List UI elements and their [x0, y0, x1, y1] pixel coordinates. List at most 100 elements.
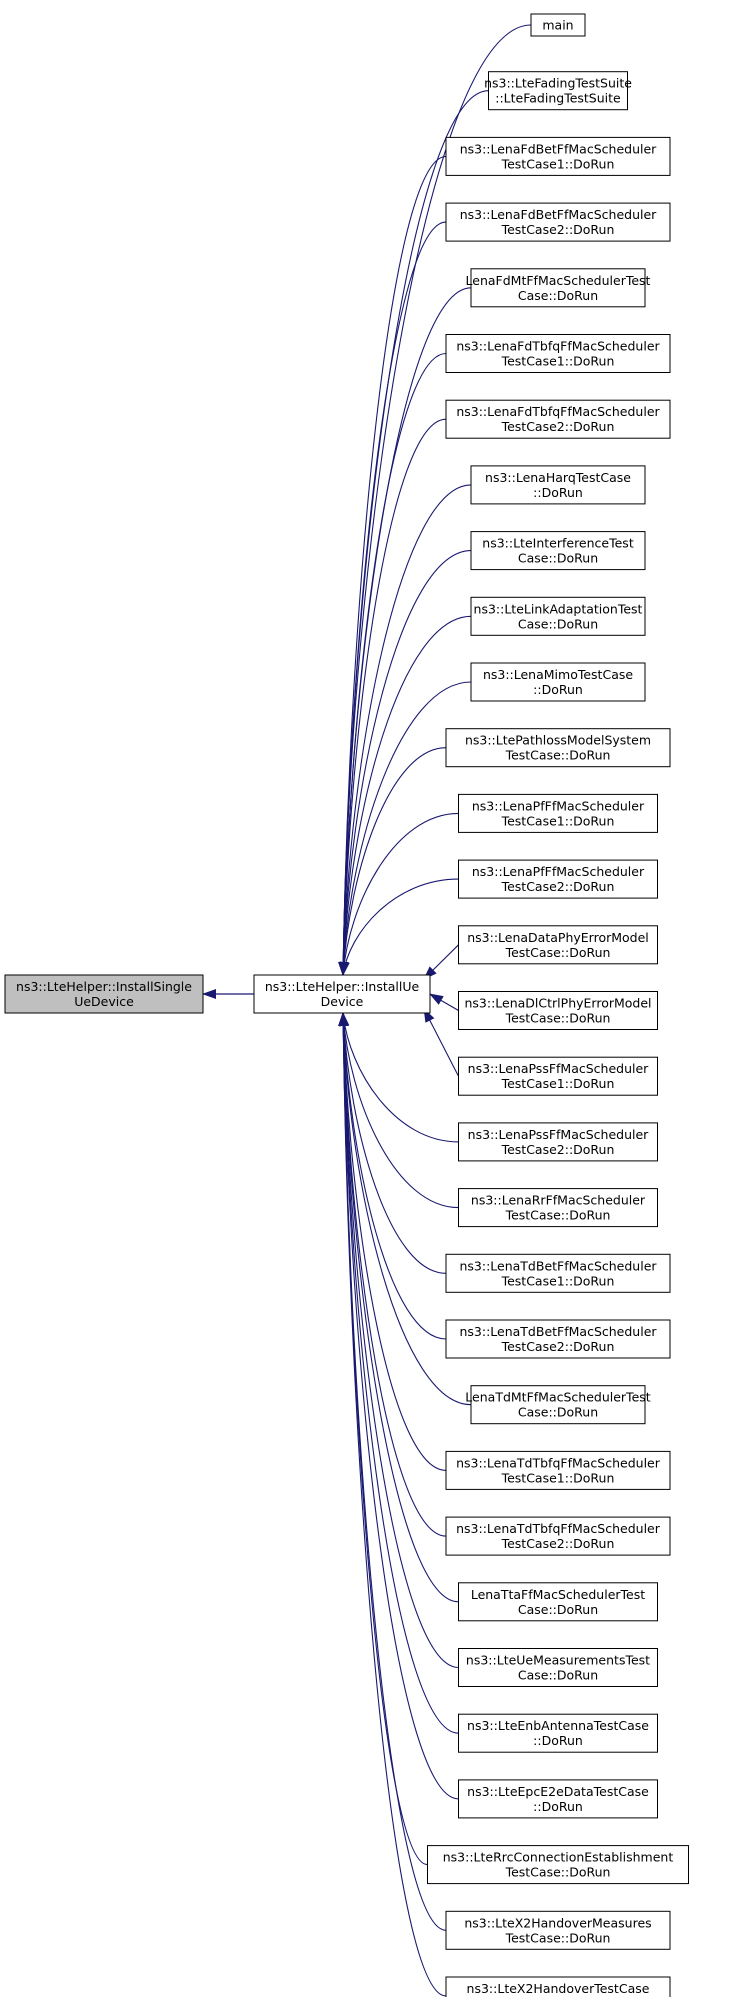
- edge-caller-25: [338, 1012, 459, 1669]
- caller-node-14-label: TestCase::DoRun: [505, 945, 611, 960]
- caller-node-16[interactable]: ns3::LenaPssFfMacSchedulerTestCase1::DoR…: [458, 1056, 658, 1096]
- caller-node-11[interactable]: ns3::LtePathlossModelSystemTestCase::DoR…: [445, 728, 671, 768]
- caller-node-5-box: [445, 334, 671, 373]
- caller-node-19[interactable]: ns3::LenaTdBetFfMacSchedulerTestCase1::D…: [445, 1253, 671, 1293]
- caller-node-20-label: TestCase2::DoRun: [501, 1339, 615, 1354]
- caller-node-12-label: TestCase1::DoRun: [501, 813, 615, 828]
- edge-caller-7: [338, 484, 472, 976]
- caller-node-9-label: Case::DoRun: [518, 616, 598, 631]
- caller-node-0[interactable]: main: [530, 13, 586, 37]
- caller-node-15-label: ns3::LenaDlCtrlPhyErrorModel: [464, 996, 651, 1011]
- caller-node-27-box: [458, 1779, 658, 1819]
- edge-caller-16: [423, 1008, 459, 1077]
- caller-node-20[interactable]: ns3::LenaTdBetFfMacSchedulerTestCase2::D…: [445, 1319, 671, 1359]
- root-node-box: [4, 974, 204, 1014]
- caller-node-7-label: ::DoRun: [533, 485, 583, 500]
- caller-node-5[interactable]: ns3::LenaFdTbfqFfMacSchedulerTestCase1::…: [445, 334, 671, 373]
- caller-node-13[interactable]: ns3::LenaPfFfMacSchedulerTestCase2::DoRu…: [458, 859, 658, 899]
- caller-node-22-label: TestCase1::DoRun: [501, 1470, 615, 1485]
- caller-node-30-box: [445, 1976, 671, 1997]
- caller-node-29[interactable]: ns3::LteX2HandoverMeasuresTestCase::DoRu…: [445, 1910, 671, 1950]
- caller-node-26[interactable]: ns3::LteEnbAntennaTestCase::DoRun: [458, 1713, 658, 1753]
- caller-node-4-label: LenaFdMtFfMacSchedulerTest: [466, 273, 651, 288]
- caller-node-13-label: ns3::LenaPfFfMacScheduler: [472, 864, 645, 879]
- edge-caller-21: [338, 1012, 472, 1406]
- caller-node-30-label: ns3::LteX2HandoverTestCase: [467, 1981, 650, 1996]
- caller-node-3-box: [445, 202, 671, 242]
- caller-node-22[interactable]: ns3::LenaTdTbfqFfMacSchedulerTestCase1::…: [445, 1450, 671, 1490]
- caller-node-11-box: [445, 728, 671, 768]
- caller-node-20-box: [445, 1319, 671, 1359]
- caller-node-28-label: TestCase::DoRun: [505, 1865, 611, 1880]
- caller-node-6[interactable]: ns3::LenaFdTbfqFfMacSchedulerTestCase2::…: [445, 399, 671, 439]
- caller-node-12[interactable]: ns3::LenaPfFfMacSchedulerTestCase1::DoRu…: [458, 793, 658, 833]
- caller-node-6-label: ns3::LenaFdTbfqFfMacScheduler: [456, 404, 660, 419]
- caller-node-3[interactable]: ns3::LenaFdBetFfMacSchedulerTestCase2::D…: [445, 202, 671, 242]
- caller-node-7-box: [470, 465, 646, 505]
- caller-node-20-label: ns3::LenaTdBetFfMacScheduler: [459, 1324, 657, 1339]
- caller-node-16-box: [458, 1056, 658, 1096]
- caller-node-25-label: ns3::LteUeMeasurementsTest: [466, 1653, 650, 1668]
- caller-node-26-label: ::DoRun: [533, 1733, 583, 1748]
- caller-node-1-box: [488, 71, 628, 111]
- caller-node-2-box: [445, 136, 671, 176]
- caller-node-23[interactable]: ns3::LenaTdTbfqFfMacSchedulerTestCase2::…: [445, 1516, 671, 1556]
- caller-node-6-label: TestCase2::DoRun: [501, 419, 615, 434]
- caller-node-11-label: ns3::LtePathlossModelSystem: [465, 733, 651, 748]
- edge-caller-18: [338, 1012, 459, 1209]
- edge-caller-9: [338, 615, 472, 976]
- caller-node-14-box: [458, 925, 658, 965]
- caller-node-10[interactable]: ns3::LenaMimoTestCase::DoRun: [470, 662, 646, 702]
- caller-node-30[interactable]: ns3::LteX2HandoverTestCase::DoRun: [445, 1976, 671, 1997]
- caller-node-7[interactable]: ns3::LenaHarqTestCase::DoRun: [470, 465, 646, 505]
- caller-node-18-label: ns3::LenaRrFfMacScheduler: [471, 1193, 646, 1208]
- nodes: ns3::LteHelper::InstallSingleUeDevicens3…: [4, 13, 689, 1997]
- caller-node-27[interactable]: ns3::LteEpcE2eDataTestCase::DoRun: [458, 1779, 658, 1819]
- caller-node-1[interactable]: ns3::LteFadingTestSuite::LteFadingTestSu…: [484, 71, 632, 111]
- caller-node-14[interactable]: ns3::LenaDataPhyErrorModelTestCase::DoRu…: [458, 925, 658, 965]
- edge-caller-24: [338, 1012, 459, 1603]
- caller-node-9-label: ns3::LteLinkAdaptationTest: [474, 601, 643, 616]
- caller-node-7-label: ns3::LenaHarqTestCase: [485, 470, 631, 485]
- edges: [202, 24, 532, 1997]
- caller-node-27-label: ns3::LteEpcE2eDataTestCase: [467, 1784, 649, 1799]
- caller-node-2-label: ns3::LenaFdBetFfMacScheduler: [460, 141, 657, 156]
- caller-node-28[interactable]: ns3::LteRrcConnectionEstablishmentTestCa…: [427, 1845, 689, 1885]
- caller-node-15[interactable]: ns3::LenaDlCtrlPhyErrorModelTestCase::Do…: [458, 991, 658, 1030]
- caller-node-21-label: Case::DoRun: [518, 1405, 598, 1420]
- caller-node-8-label: Case::DoRun: [518, 551, 598, 566]
- edge-caller-26: [338, 1012, 459, 1734]
- edge-caller-22: [338, 1012, 447, 1471]
- caller-node-21-box: [470, 1385, 646, 1425]
- caller-node-11-label: TestCase::DoRun: [505, 748, 611, 763]
- caller-node-14-label: ns3::LenaDataPhyErrorModel: [467, 930, 649, 945]
- caller-node-27-label: ::DoRun: [533, 1799, 583, 1814]
- caller-node-2[interactable]: ns3::LenaFdBetFfMacSchedulerTestCase1::D…: [445, 136, 671, 176]
- root-node-label: ns3::LteHelper::InstallSingle: [16, 979, 192, 994]
- edge-caller-13: [339, 878, 459, 976]
- caller-node-16-label: TestCase1::DoRun: [501, 1076, 615, 1091]
- hub-node-label: Device: [321, 994, 364, 1009]
- caller-node-2-label: TestCase1::DoRun: [501, 156, 615, 171]
- caller-node-23-box: [445, 1516, 671, 1556]
- caller-node-18-label: TestCase::DoRun: [505, 1208, 611, 1223]
- caller-node-17[interactable]: ns3::LenaPssFfMacSchedulerTestCase2::DoR…: [458, 1122, 658, 1162]
- caller-node-19-label: ns3::LenaTdBetFfMacScheduler: [459, 1258, 657, 1273]
- caller-node-10-label: ns3::LenaMimoTestCase: [483, 667, 633, 682]
- edge-caller-15: [429, 993, 459, 1011]
- caller-node-25-label: Case::DoRun: [518, 1668, 598, 1683]
- caller-node-0-label: main: [542, 18, 573, 33]
- caller-node-6-box: [445, 399, 671, 439]
- caller-node-23-label: ns3::LenaTdTbfqFfMacScheduler: [456, 1521, 661, 1536]
- edge-caller-2: [338, 155, 447, 976]
